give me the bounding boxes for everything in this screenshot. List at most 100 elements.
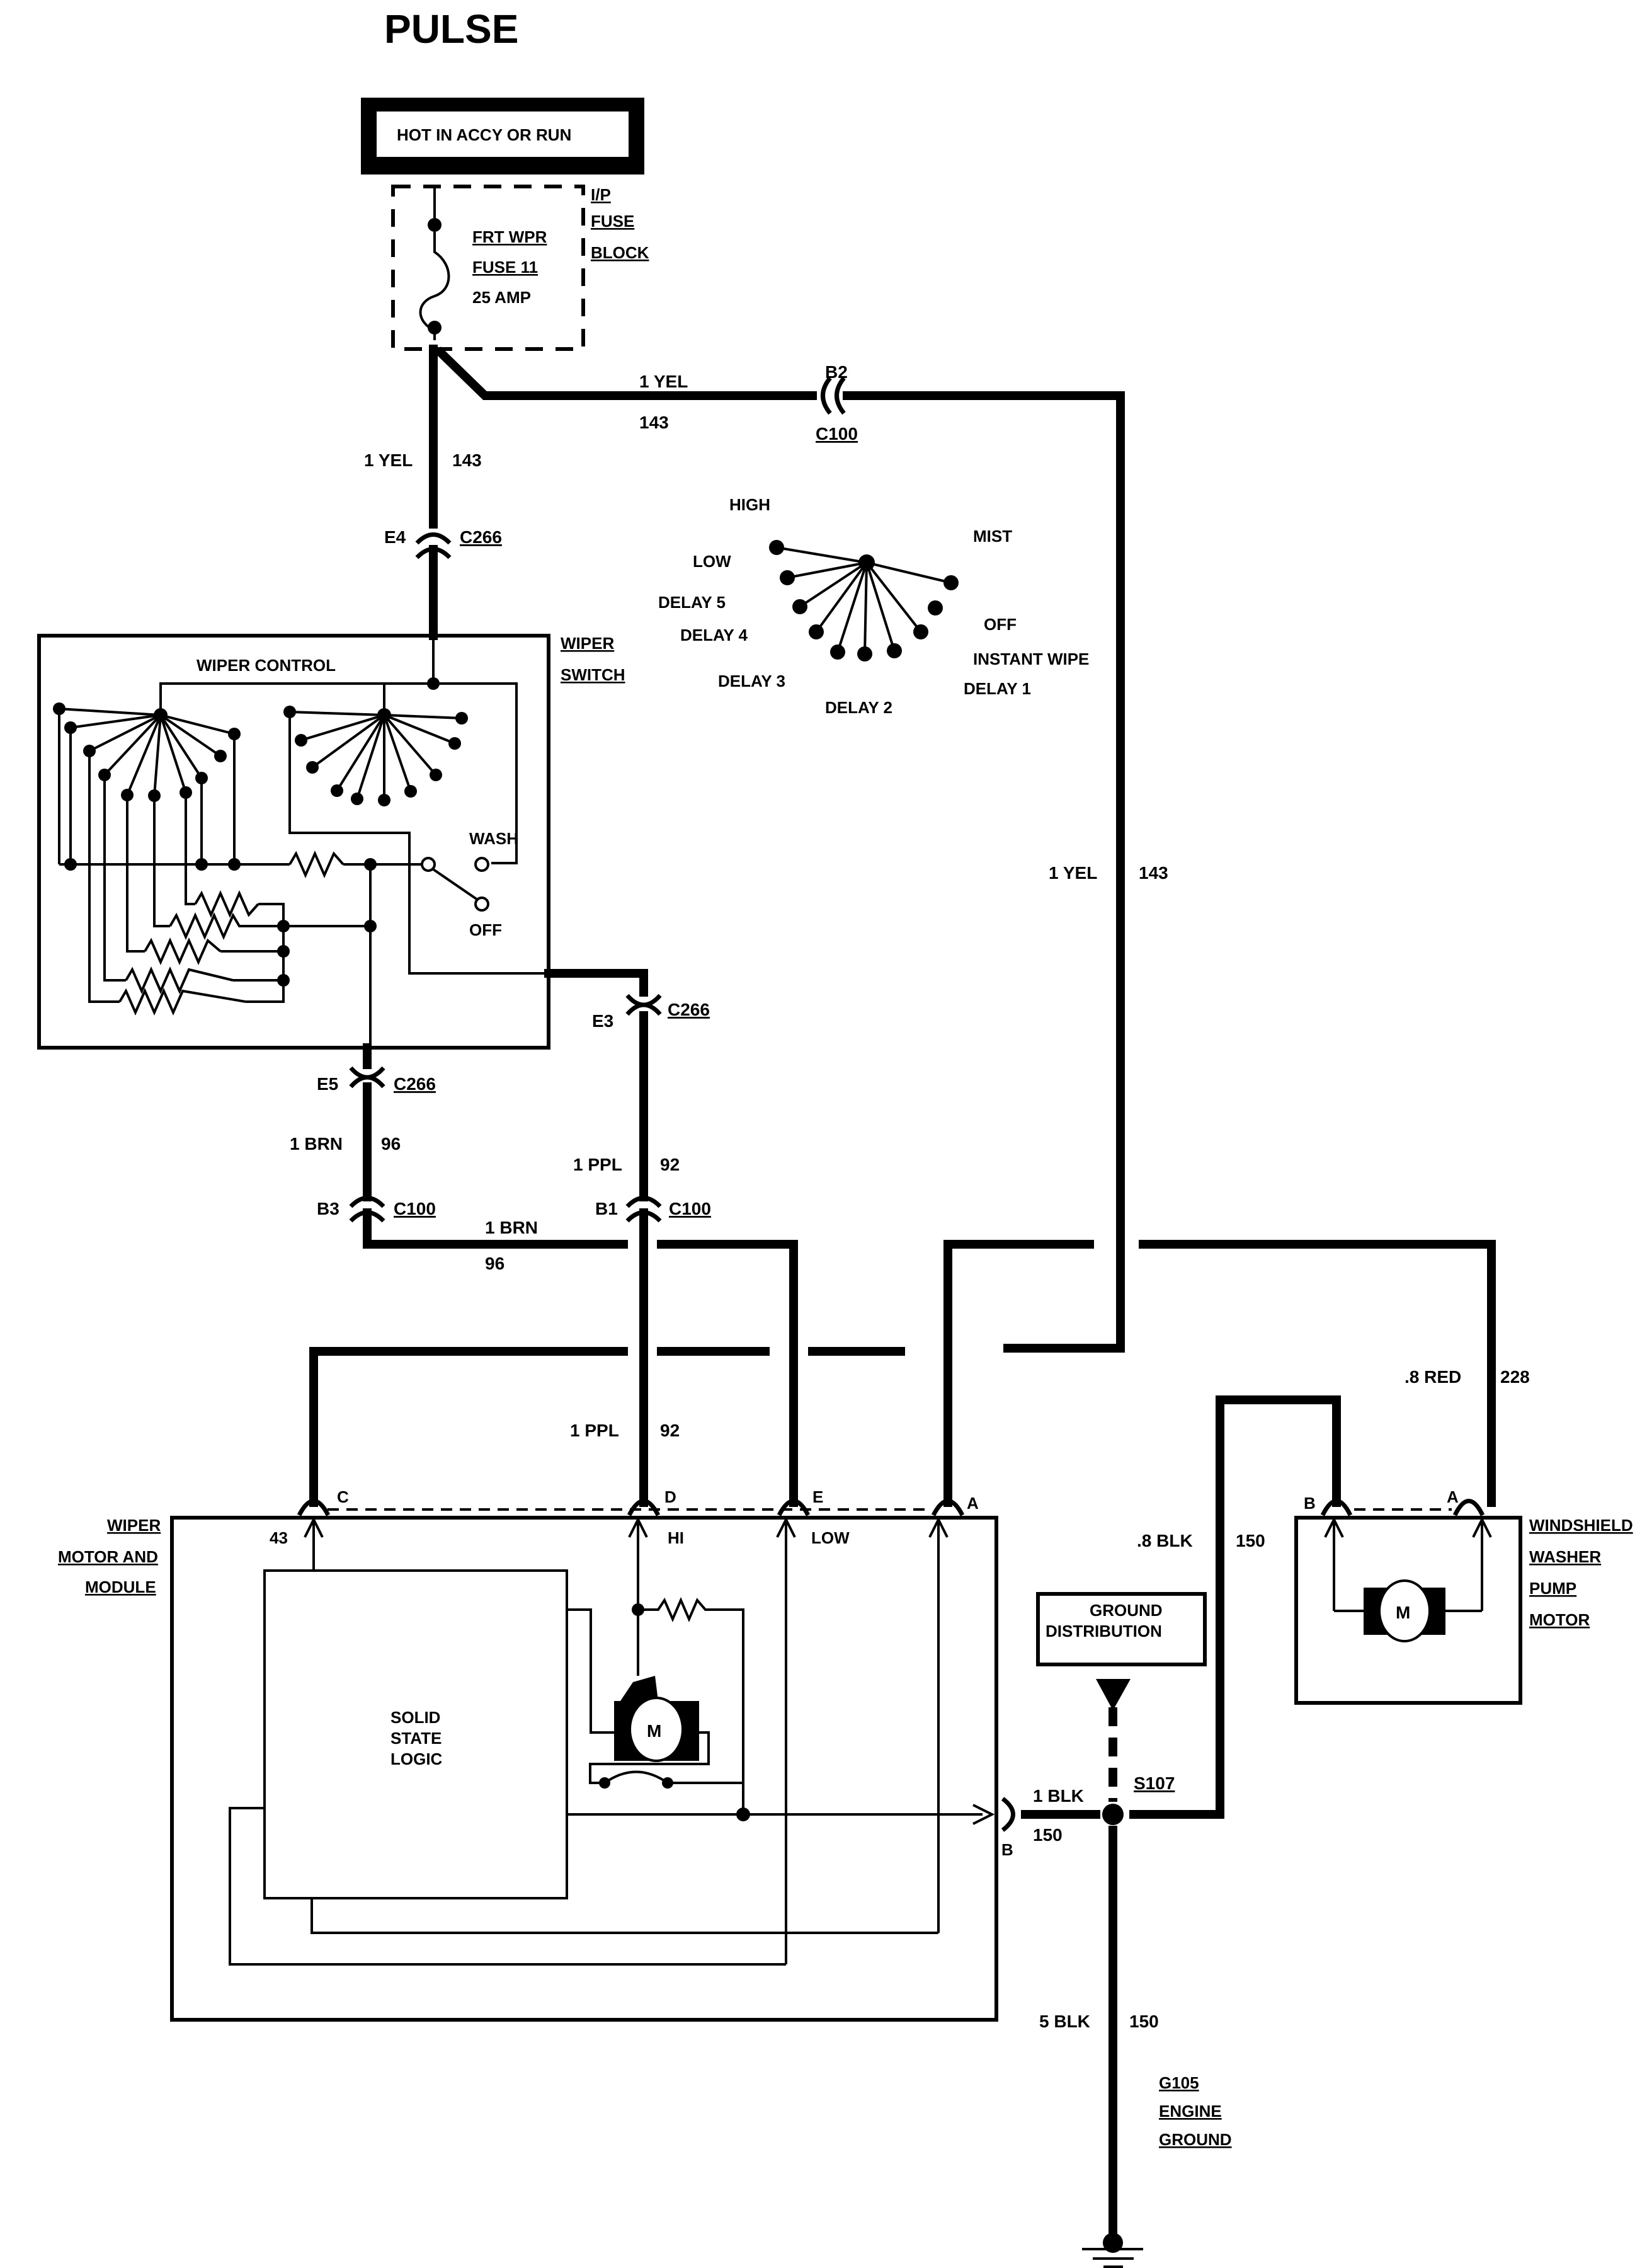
legend-label-mist: MIST xyxy=(973,527,1012,546)
wire-96-h-color-label: 1 BRN xyxy=(485,1218,538,1237)
motor-pin-a: A xyxy=(967,1494,979,1513)
connector-e5-name: C266 xyxy=(394,1074,436,1094)
wire-143-top-circuit-label: 143 xyxy=(639,413,669,432)
wire-92-lower-circuit-label: 92 xyxy=(660,1421,680,1440)
logic-line2: STATE xyxy=(390,1729,442,1748)
wire-92 xyxy=(544,969,662,1507)
wiper-control-label: WIPER CONTROL xyxy=(197,656,336,675)
connector-b1-pin: B1 xyxy=(595,1199,618,1218)
connector-b3-name: C100 xyxy=(394,1199,436,1218)
washer-motor-symbol: M xyxy=(1396,1603,1410,1622)
wiper-motor-icon: M xyxy=(614,1676,699,1762)
connector-e3-name: C266 xyxy=(668,1000,710,1019)
motor-pin-c: C xyxy=(337,1487,349,1506)
fuse-name-line2: FUSE 11 xyxy=(472,258,538,277)
wire-150-motor-circuit-label: 150 xyxy=(1033,1825,1063,1845)
legend-label-high: HIGH xyxy=(729,495,770,514)
motor-pin-d: D xyxy=(664,1487,676,1506)
connector-b2-c100: B2 C100 xyxy=(816,362,858,444)
ground-distribution: GROUND DISTRIBUTION xyxy=(1036,1592,1207,1802)
wire-228-color-label: .8 RED xyxy=(1405,1367,1461,1387)
resistor-icon xyxy=(118,850,345,1016)
splice-s107: S107 xyxy=(1021,1773,1175,2238)
washer-pin-b: B xyxy=(1304,1494,1316,1513)
wire-96-h-circuit-label: 96 xyxy=(485,1254,504,1273)
wiper-switch-label-line2: SWITCH xyxy=(561,665,625,684)
connector-e4-c266: E4 C266 xyxy=(384,527,502,640)
wiper-switch-label-line1: WIPER xyxy=(561,634,614,653)
wiper-switch: WIPER CONTROL WIPER SWITCH xyxy=(37,634,625,1050)
wire-143-right-color-label: 1 YEL xyxy=(1049,863,1097,883)
washer-label-line1: WINDSHIELD xyxy=(1529,1516,1633,1535)
wire-143-top-color-label: 1 YEL xyxy=(639,372,688,391)
wash-label: WASH xyxy=(469,829,518,848)
fuse-name-line1: FRT WPR xyxy=(472,227,547,246)
wire-bus-segmented xyxy=(309,1240,1496,1507)
splice-dot xyxy=(1102,1804,1124,1825)
fuse-block-label-line3: BLOCK xyxy=(591,243,649,262)
wire-92-circuit-label: 92 xyxy=(660,1155,680,1174)
wire-92-color-label: 1 PPL xyxy=(573,1155,622,1174)
ground-name-line1: G105 xyxy=(1159,2073,1199,2092)
connector-e4-name: C266 xyxy=(460,527,502,547)
logic-line3: LOGIC xyxy=(390,1750,443,1768)
ground-distribution-arrow-icon xyxy=(1096,1679,1131,1710)
ground-g105: G105 ENGINE GROUND xyxy=(1082,2073,1232,2268)
wire-143 xyxy=(429,345,1125,1353)
logic-line1: SOLID xyxy=(390,1708,440,1727)
connector-e4-pin: E4 xyxy=(384,527,406,547)
legend-label-delay1: DELAY 1 xyxy=(964,679,1031,698)
wire-143-right-circuit-label: 143 xyxy=(1139,863,1168,883)
washer-pump-motor: B A M WINDSHIELD WASHER PUMP MOTOR xyxy=(1294,1487,1633,1705)
legend-label-delay2: DELAY 2 xyxy=(825,698,892,717)
wiper-motor-symbol: M xyxy=(647,1721,661,1741)
fuse-block-label-line2: FUSE xyxy=(591,212,634,231)
connector-b2-pin: B2 xyxy=(825,362,848,382)
diagram-title: PULSE xyxy=(384,6,518,52)
wash-switch: WASH OFF xyxy=(421,829,518,939)
wire-96 xyxy=(349,1043,798,1507)
wire-96-color-label: 1 BRN xyxy=(290,1134,343,1154)
wiper-motor-module: C D E A WIPER MOTOR AND MODULE 43 HI LOW xyxy=(58,1487,1015,2022)
switch-position-legend: HIGH LOW DELAY 5 DELAY 4 DELAY 3 DELAY 2… xyxy=(658,495,1089,717)
motor-module-label-line2: MOTOR AND xyxy=(58,1547,158,1566)
motor-internal-low: LOW xyxy=(811,1528,850,1547)
wire-150-washer xyxy=(1129,1395,1341,1819)
power-source-label: HOT IN ACCY OR RUN xyxy=(397,125,571,144)
fuse-terminal-bottom xyxy=(428,321,442,335)
legend-label-delay4: DELAY 4 xyxy=(680,626,748,644)
connector-b3-pin: B3 xyxy=(317,1199,339,1218)
wire-150-washer-circuit-label: 150 xyxy=(1236,1531,1265,1550)
connector-e3-pin: E3 xyxy=(592,1011,613,1031)
legend-label-low: LOW xyxy=(693,552,731,571)
motor-module-label-line1: WIPER xyxy=(107,1516,161,1535)
wire-228-circuit-label: 228 xyxy=(1500,1367,1530,1387)
washer-label-line3: PUMP xyxy=(1529,1579,1576,1598)
wire-150-motor-color-label: 1 BLK xyxy=(1033,1786,1084,1806)
wire-143-circuit-label: 143 xyxy=(452,450,482,470)
motor-module-label-line3: MODULE xyxy=(85,1578,156,1596)
ground-name-line2: ENGINE xyxy=(1159,2102,1222,2121)
washer-pin-a: A xyxy=(1447,1487,1459,1506)
motor-internal-43: 43 xyxy=(270,1528,288,1547)
fuse-icon xyxy=(419,232,450,340)
motor-pin-e: E xyxy=(812,1487,823,1506)
ground-distribution-line1: GROUND xyxy=(1090,1601,1163,1620)
fuse-rating: 25 AMP xyxy=(472,288,531,307)
legend-label-delay5: DELAY 5 xyxy=(658,593,726,612)
fuse-terminal-top xyxy=(428,218,442,232)
connector-b2-name: C100 xyxy=(816,424,858,444)
ground-distribution-line2: DISTRIBUTION xyxy=(1046,1622,1162,1641)
splice-name: S107 xyxy=(1134,1773,1175,1793)
ground-name-line3: GROUND xyxy=(1159,2130,1232,2149)
washer-motor-icon: M xyxy=(1364,1579,1445,1642)
wire-150-washer-color-label: .8 BLK xyxy=(1137,1531,1193,1550)
power-source-box: HOT IN ACCY OR RUN xyxy=(361,98,644,175)
wire-143-color-label: 1 YEL xyxy=(364,450,413,470)
motor-internal-hi: HI xyxy=(668,1528,684,1547)
washer-label-line4: MOTOR xyxy=(1529,1610,1590,1629)
wire-96-circuit-label: 96 xyxy=(381,1134,401,1154)
wire-150-ground-color-label: 5 BLK xyxy=(1039,2012,1090,2031)
legend-label-delay3: DELAY 3 xyxy=(718,672,785,690)
